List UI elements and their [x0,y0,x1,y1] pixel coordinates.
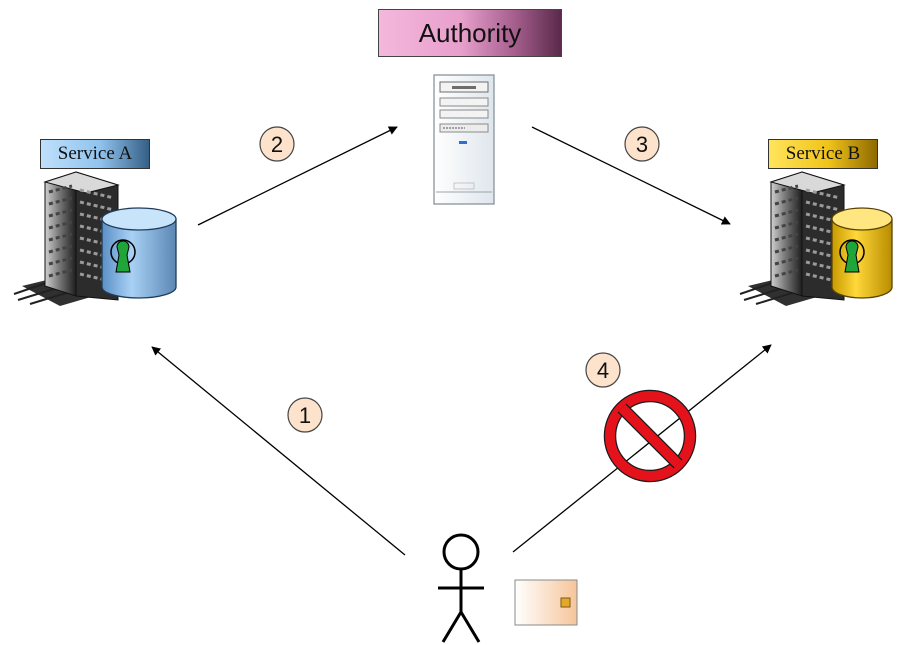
step-number: 2 [271,132,283,157]
office-building-icon [13,171,120,306]
step-badge-1: 1 [287,397,323,433]
office-building-icon [739,171,846,306]
step-badge-2: 2 [259,126,295,162]
arrow-service-a-to-authority [197,126,398,226]
step-number: 1 [299,403,311,428]
service-b-label: Service B [768,139,878,169]
arrow-authority-to-service-b [531,126,731,225]
stick-figure-icon [438,533,484,643]
step-badge-3: 3 [624,126,660,162]
prohibited-icon [603,389,697,483]
authority-label: Authority [378,9,562,57]
step-number: 3 [636,132,648,157]
step-badge-4: 4 [585,352,621,388]
database-lock-icon [831,207,893,299]
arrow-user-to-service-b [512,344,772,553]
arrow-user-to-service-a [151,346,406,556]
step-number: 4 [597,358,609,383]
database-lock-icon [101,207,177,299]
token-card-icon [514,579,578,626]
service-a-label: Service A [40,139,150,169]
server-tower-icon [433,74,495,205]
